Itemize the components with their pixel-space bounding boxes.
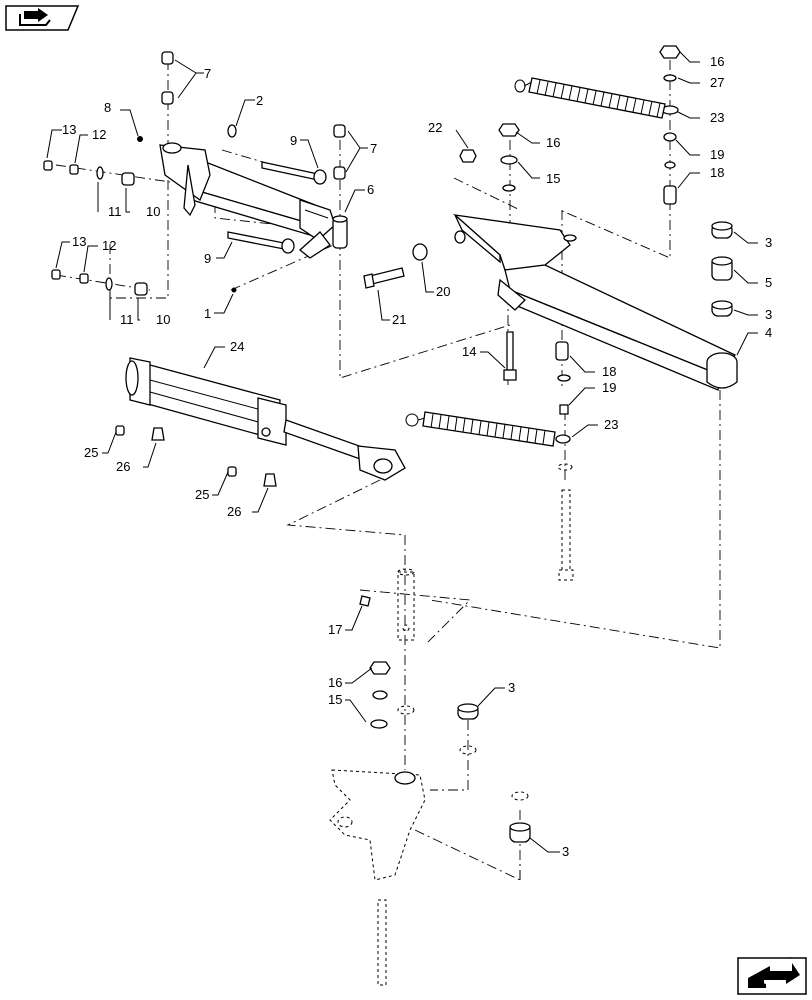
callout-13-lower: 13 bbox=[72, 234, 86, 249]
callout-5: 5 bbox=[765, 275, 772, 290]
callout-8: 8 bbox=[104, 100, 111, 115]
callout-15-bottom: 15 bbox=[328, 692, 342, 707]
callout-9-lower: 9 bbox=[204, 251, 211, 266]
callout-19-upper: 19 bbox=[710, 147, 724, 162]
callout-19-lower: 19 bbox=[602, 380, 616, 395]
callout-1: 1 bbox=[204, 306, 211, 321]
spring-lower bbox=[405, 411, 573, 471]
callout-26-right: 26 bbox=[227, 504, 241, 519]
callout-3-lower: 3 bbox=[508, 680, 515, 695]
callout-10-upper: 10 bbox=[146, 204, 160, 219]
callout-6: 6 bbox=[367, 182, 374, 197]
callout-27: 27 bbox=[710, 75, 724, 90]
callout-2: 2 bbox=[256, 93, 263, 108]
callout-18-lower: 18 bbox=[602, 364, 616, 379]
next-page-icon[interactable] bbox=[737, 957, 807, 995]
callout-22: 22 bbox=[428, 120, 442, 135]
callout-7-right: 7 bbox=[370, 141, 377, 156]
callout-15-mid: 15 bbox=[546, 171, 560, 186]
callout-7-upper-left: 7 bbox=[204, 66, 211, 81]
hydraulic-cylinder bbox=[115, 357, 406, 487]
callout-16-bottom: 16 bbox=[328, 675, 342, 690]
callout-17: 17 bbox=[328, 622, 342, 637]
bottom-mount bbox=[329, 661, 531, 986]
callout-16-top: 16 bbox=[710, 54, 724, 69]
spring-upper bbox=[514, 77, 666, 119]
long-bolt bbox=[558, 489, 574, 581]
callout-21: 21 bbox=[392, 312, 406, 327]
callout-25-right: 25 bbox=[195, 487, 209, 502]
callout-23-lower: 23 bbox=[604, 417, 618, 432]
callout-10-lower: 10 bbox=[156, 312, 170, 327]
callout-4: 4 bbox=[765, 325, 772, 340]
callout-14: 14 bbox=[462, 344, 476, 359]
callout-12-lower: 12 bbox=[102, 238, 116, 253]
left-arm-assembly bbox=[43, 51, 348, 296]
callout-3-mid: 3 bbox=[765, 307, 772, 322]
callout-13-upper: 13 bbox=[62, 122, 76, 137]
back-to-index-icon[interactable] bbox=[5, 5, 80, 31]
right-arm-assembly bbox=[363, 45, 738, 415]
callout-23-upper: 23 bbox=[710, 110, 724, 125]
callout-24: 24 bbox=[230, 339, 244, 354]
callout-18-upper: 18 bbox=[710, 165, 724, 180]
leader-lines bbox=[46, 51, 758, 853]
callout-20: 20 bbox=[436, 284, 450, 299]
callout-26-left: 26 bbox=[116, 459, 130, 474]
callout-11-upper: 11 bbox=[108, 204, 122, 219]
callout-25-left: 25 bbox=[84, 445, 98, 460]
pivot-pin bbox=[359, 568, 415, 641]
callout-11-lower: 11 bbox=[120, 312, 134, 327]
callout-3-bottom: 3 bbox=[562, 844, 569, 859]
callout-labels: 7 8 2 9 7 6 9 1 13 12 11 10 13 12 11 10 … bbox=[62, 54, 772, 859]
callout-9-upper: 9 bbox=[290, 133, 297, 148]
callout-12-upper: 12 bbox=[92, 127, 106, 142]
callout-3-top: 3 bbox=[765, 235, 772, 250]
callout-16-mid: 16 bbox=[546, 135, 560, 150]
